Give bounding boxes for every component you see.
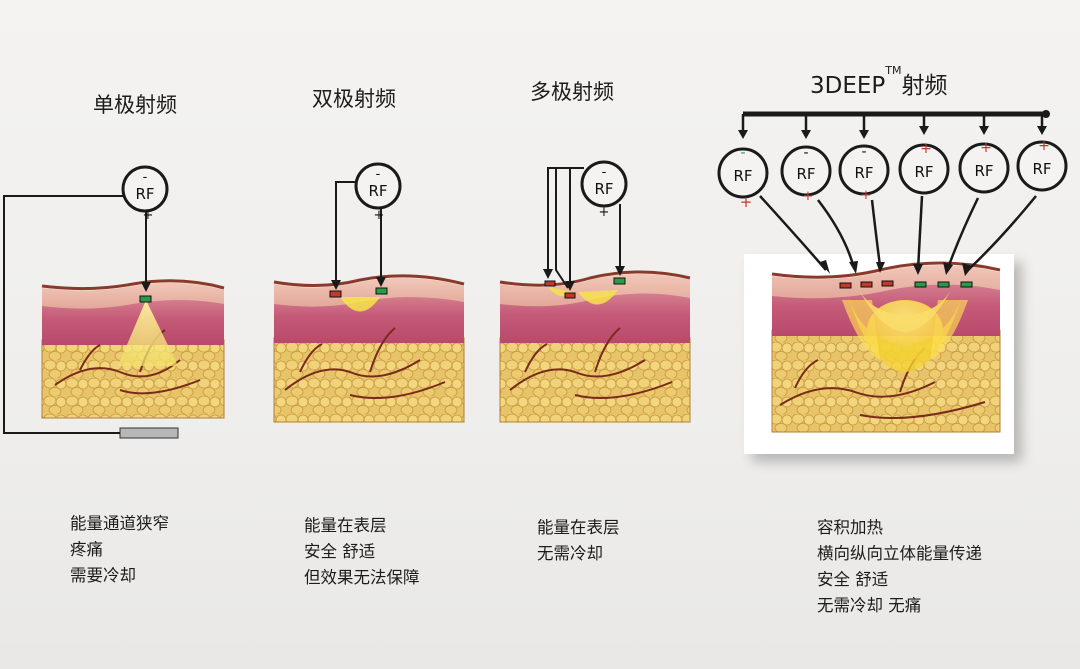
minus-sign: -	[376, 167, 381, 182]
plus-sign: +	[374, 208, 385, 223]
arrow-head	[376, 277, 386, 287]
note-line: 能量在表层	[304, 516, 387, 535]
note-line: 但效果无法保障	[304, 568, 420, 587]
plus-sign: +	[803, 189, 814, 204]
rf-label: RF	[854, 164, 873, 182]
minus-sign: -	[861, 144, 866, 160]
minus-sign: -	[143, 170, 148, 185]
electrode-green	[937, 281, 950, 288]
rf-label: RF	[594, 180, 613, 198]
plus-sign: +	[143, 208, 154, 223]
electrode-green	[613, 277, 626, 285]
rf-electrode	[780, 145, 832, 197]
rf-electrode	[958, 142, 1010, 194]
rf-electrode	[838, 144, 890, 196]
arrow-head	[543, 269, 553, 279]
panel-monopolar: RF - +	[3, 165, 225, 439]
energy-zone	[578, 290, 618, 305]
title-3deep-suffix: 射频	[901, 73, 948, 99]
minus-sign: -	[803, 145, 808, 161]
rf-generator	[121, 165, 169, 213]
skin-block	[273, 274, 465, 423]
volumetric-heat	[842, 288, 968, 372]
arrow-head	[331, 280, 341, 290]
rf-electrode	[717, 147, 769, 199]
note-line: 横向纵向立体能量传递	[817, 544, 982, 563]
wire	[3, 195, 124, 434]
energy-beam	[118, 300, 178, 366]
wire	[555, 168, 569, 289]
wire	[335, 181, 358, 286]
note-line: 安全 舒适	[817, 570, 889, 589]
electrode-green	[960, 281, 973, 288]
note-line: 能量在表层	[537, 518, 620, 537]
grounding-pad	[119, 427, 179, 439]
rf-label: RF	[368, 182, 387, 200]
plus-sign: +	[599, 205, 610, 220]
plus-sign: +	[1038, 138, 1050, 154]
arrow-head	[141, 282, 151, 292]
panel-title-bipolar: 双极射频	[312, 87, 396, 111]
minus-sign: -	[740, 145, 745, 161]
rf-label: RF	[796, 165, 815, 183]
arrow-head	[565, 281, 575, 291]
rf-generator	[354, 162, 402, 210]
notes-3deep: 容积加热 横向纵向立体能量传递 安全 舒适 无需冷却 无痛	[817, 515, 982, 619]
energy-zone	[340, 297, 380, 312]
rf-electrode	[898, 143, 950, 195]
panel-title-monopolar: 单极射频	[93, 93, 177, 117]
wire	[547, 167, 584, 275]
electrode-red	[544, 280, 556, 287]
electrode-green	[914, 281, 927, 288]
plus-sign: +	[861, 188, 872, 203]
note-line: 无需冷却 无痛	[817, 596, 922, 615]
rf-label: RF	[1032, 160, 1051, 178]
trademark-mark: TM	[885, 64, 902, 77]
rf-electrode-array: RF - + RF - + RF - + RF + RF + RF +	[717, 138, 1068, 211]
panel-title-3deep: 3DEEPTM射频	[810, 64, 948, 100]
plus-sign: +	[920, 141, 932, 157]
rf-label: RF	[974, 162, 993, 180]
rf-label: RF	[733, 167, 752, 185]
electrode-green	[139, 295, 152, 303]
bus-drops	[738, 114, 1047, 139]
plus-sign: +	[980, 140, 992, 156]
note-line: 容积加热	[817, 518, 883, 537]
panel-bipolar: RF - +	[273, 162, 465, 423]
note-line: 安全 舒适	[304, 542, 376, 561]
electrode-red	[860, 281, 873, 288]
rf-electrode	[1016, 140, 1068, 192]
electrode-green	[375, 287, 388, 295]
note-line: 疼痛	[70, 540, 103, 559]
plus-sign: +	[740, 193, 753, 211]
rf-label: RF	[914, 163, 933, 181]
panel-3deep: RF - + RF - + RF - + RF + RF + RF +	[717, 110, 1068, 462]
note-line: 能量通道狭窄	[70, 514, 169, 533]
title-3deep-name: 3DEEP	[810, 73, 886, 99]
note-line: 需要冷却	[70, 566, 136, 585]
panel-title-multipolar: 多极射频	[530, 80, 614, 104]
wire-arrows	[820, 260, 973, 276]
electrode-red	[564, 292, 576, 299]
skin-block	[499, 270, 691, 423]
panel-multipolar: RF - +	[499, 160, 691, 423]
rf-generator	[580, 160, 628, 208]
electrode-red	[839, 282, 852, 289]
arrow-head	[615, 266, 625, 276]
electrode-red	[329, 290, 342, 298]
notes-bipolar: 能量在表层 安全 舒适 但效果无法保障	[304, 513, 420, 591]
notes-multipolar: 能量在表层 无需冷却	[537, 515, 620, 567]
note-line: 无需冷却	[537, 544, 603, 563]
notes-monopolar: 能量通道狭窄 疼痛 需要冷却	[70, 511, 169, 589]
rf-label: RF	[135, 185, 154, 203]
minus-sign: -	[602, 165, 607, 180]
electrode-red	[881, 280, 894, 287]
